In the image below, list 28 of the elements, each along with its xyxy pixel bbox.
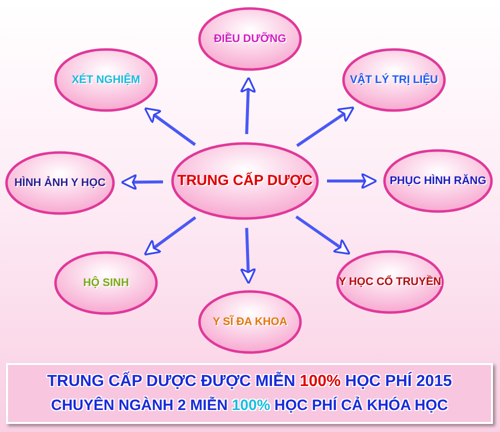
- ellipse-node: [171, 142, 319, 220]
- arrow: [120, 174, 164, 191]
- ellipse-node: [198, 7, 302, 71]
- ellipse-node: [54, 251, 158, 315]
- node-label: Y HỌC CỔ TRUYỀN: [338, 276, 442, 288]
- arrow: [144, 216, 196, 256]
- node-label: PHỤC HÌNH RĂNG: [390, 175, 486, 187]
- ellipse-node: [54, 48, 158, 112]
- banner-text: TRUNG CẤP DƯỢC ĐƯỢC MIỄN 100% HỌC PHÍ 2015: [47, 370, 452, 392]
- arrow: [240, 76, 256, 134]
- ellipse-node: [5, 151, 115, 215]
- ellipse-node: [342, 48, 446, 112]
- ellipse-node: [383, 149, 493, 213]
- node-label: VẬT LÝ TRỊ LIỆU: [350, 74, 438, 86]
- arrow: [296, 106, 355, 147]
- node-label: XÉT NGHIỆM: [72, 74, 140, 86]
- arrow: [295, 215, 351, 255]
- ellipse-node: [336, 250, 444, 314]
- banner-text: CHUYÊN NGÀNH 2 MIỄN 100% HỌC PHÍ CẢ KHÓA HỌC: [50, 396, 448, 416]
- node-label: HÌNH ẢNH Y HỌC: [14, 177, 106, 189]
- arrow: [144, 107, 196, 146]
- node-label: Y SĨ ĐA KHOA: [212, 316, 288, 328]
- node-label: TRUNG CẤP DƯỢC: [177, 173, 313, 189]
- node-label: ĐIỀU DƯỠNG: [214, 33, 286, 45]
- arrow: [240, 228, 256, 284]
- arrow: [327, 172, 378, 190]
- node-label: HỘ SINH: [83, 277, 129, 289]
- ellipse-node: [198, 290, 302, 354]
